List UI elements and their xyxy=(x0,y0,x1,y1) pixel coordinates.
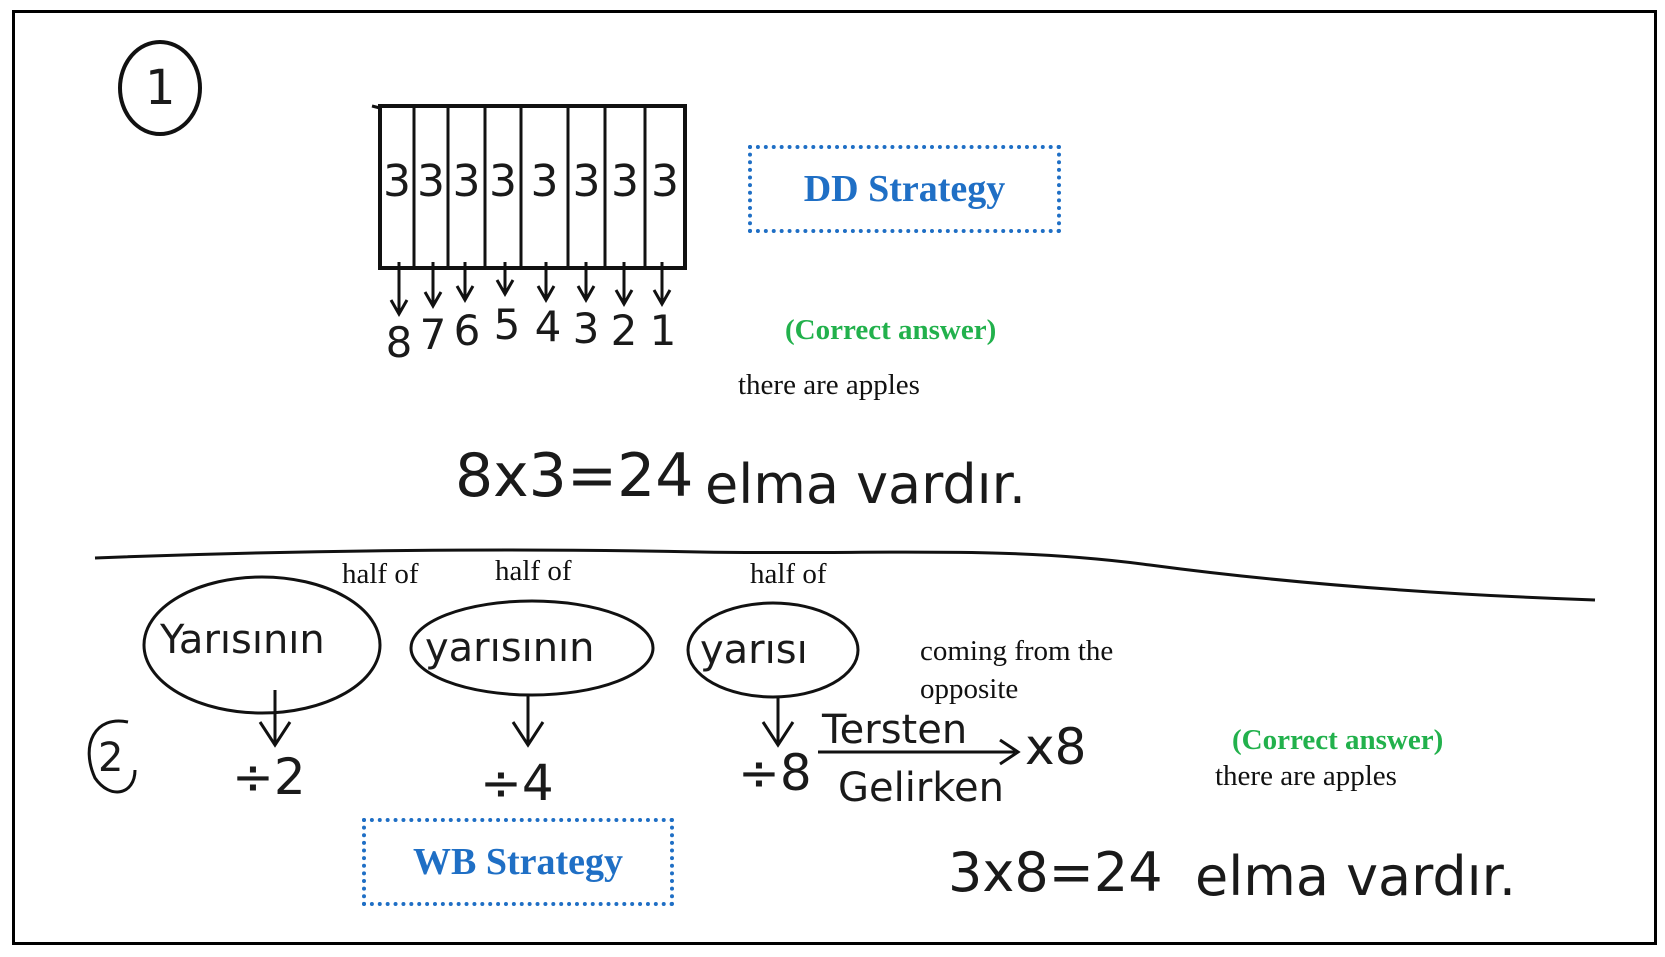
number-grid xyxy=(378,104,687,270)
wb-strategy-label: WB Strategy xyxy=(412,841,624,883)
word2-translation: half of xyxy=(495,555,572,587)
section2-translation: there are apples xyxy=(1215,760,1397,792)
word1-translation: half of xyxy=(342,558,419,590)
reverse-result: x8 xyxy=(1025,718,1087,776)
grid-cell: 3 xyxy=(651,156,679,207)
count-label: 2 xyxy=(610,306,638,355)
reverse-translation-line2: opposite xyxy=(920,673,1019,705)
section1-translation: there are apples xyxy=(738,369,920,401)
dd-strategy-box: DD Strategy xyxy=(748,145,1061,233)
reverse-translation-line1: coming from the xyxy=(920,635,1114,667)
count-arrows xyxy=(389,262,672,318)
grid-cell: 3 xyxy=(383,156,411,207)
reverse-top: Tersten xyxy=(822,707,968,753)
operation-arrows xyxy=(258,690,795,748)
word-ellipse-1 xyxy=(142,575,382,715)
figure-frame xyxy=(12,10,1657,945)
section2-equation: 3x8=24 xyxy=(948,841,1163,904)
word-ellipse-2 xyxy=(409,599,655,697)
count-label: 7 xyxy=(419,310,447,359)
count-label: 8 xyxy=(385,318,413,367)
section1-equation: 8x3=24 xyxy=(455,441,694,511)
wb-strategy-box: WB Strategy xyxy=(362,818,674,906)
count-label: 6 xyxy=(453,306,481,355)
section2-correct-answer: (Correct answer) xyxy=(1232,724,1444,756)
section1-circle xyxy=(118,40,202,136)
reverse-bottom: Gelirken xyxy=(838,765,1004,811)
grid-cell: 3 xyxy=(530,156,559,207)
section1-number: 1 xyxy=(145,60,176,116)
word3-operation: ÷8 xyxy=(738,744,812,802)
reverse-arrow xyxy=(818,738,1021,766)
section2-circle xyxy=(87,719,137,794)
word3-translation: half of xyxy=(750,558,827,590)
count-label: 1 xyxy=(649,306,677,355)
section1-correct-answer: (Correct answer) xyxy=(785,314,997,346)
grid-cell: 3 xyxy=(489,156,517,207)
count-label: 4 xyxy=(534,302,562,351)
dd-strategy-label: DD Strategy xyxy=(803,168,1006,210)
section1-equation-words: elma vardır. xyxy=(705,453,1027,516)
word1-operation: ÷2 xyxy=(232,748,306,806)
section2-equation-words: elma vardır. xyxy=(1195,845,1517,908)
grid-cell: 3 xyxy=(452,156,481,207)
word3-handwritten: yarısı xyxy=(700,627,808,673)
word-ellipse-3 xyxy=(686,601,860,699)
grid-cell: 3 xyxy=(572,156,601,207)
section2-number: 2 xyxy=(98,735,124,781)
grid-cell: 3 xyxy=(417,156,445,207)
count-label: 5 xyxy=(493,300,521,349)
word2-handwritten: yarısının xyxy=(425,625,595,671)
grid-cell: 3 xyxy=(611,156,639,207)
word2-operation: ÷4 xyxy=(480,754,554,812)
section-divider xyxy=(94,548,1596,602)
word1-handwritten: Yarısının xyxy=(160,617,325,663)
count-label: 3 xyxy=(572,304,600,353)
